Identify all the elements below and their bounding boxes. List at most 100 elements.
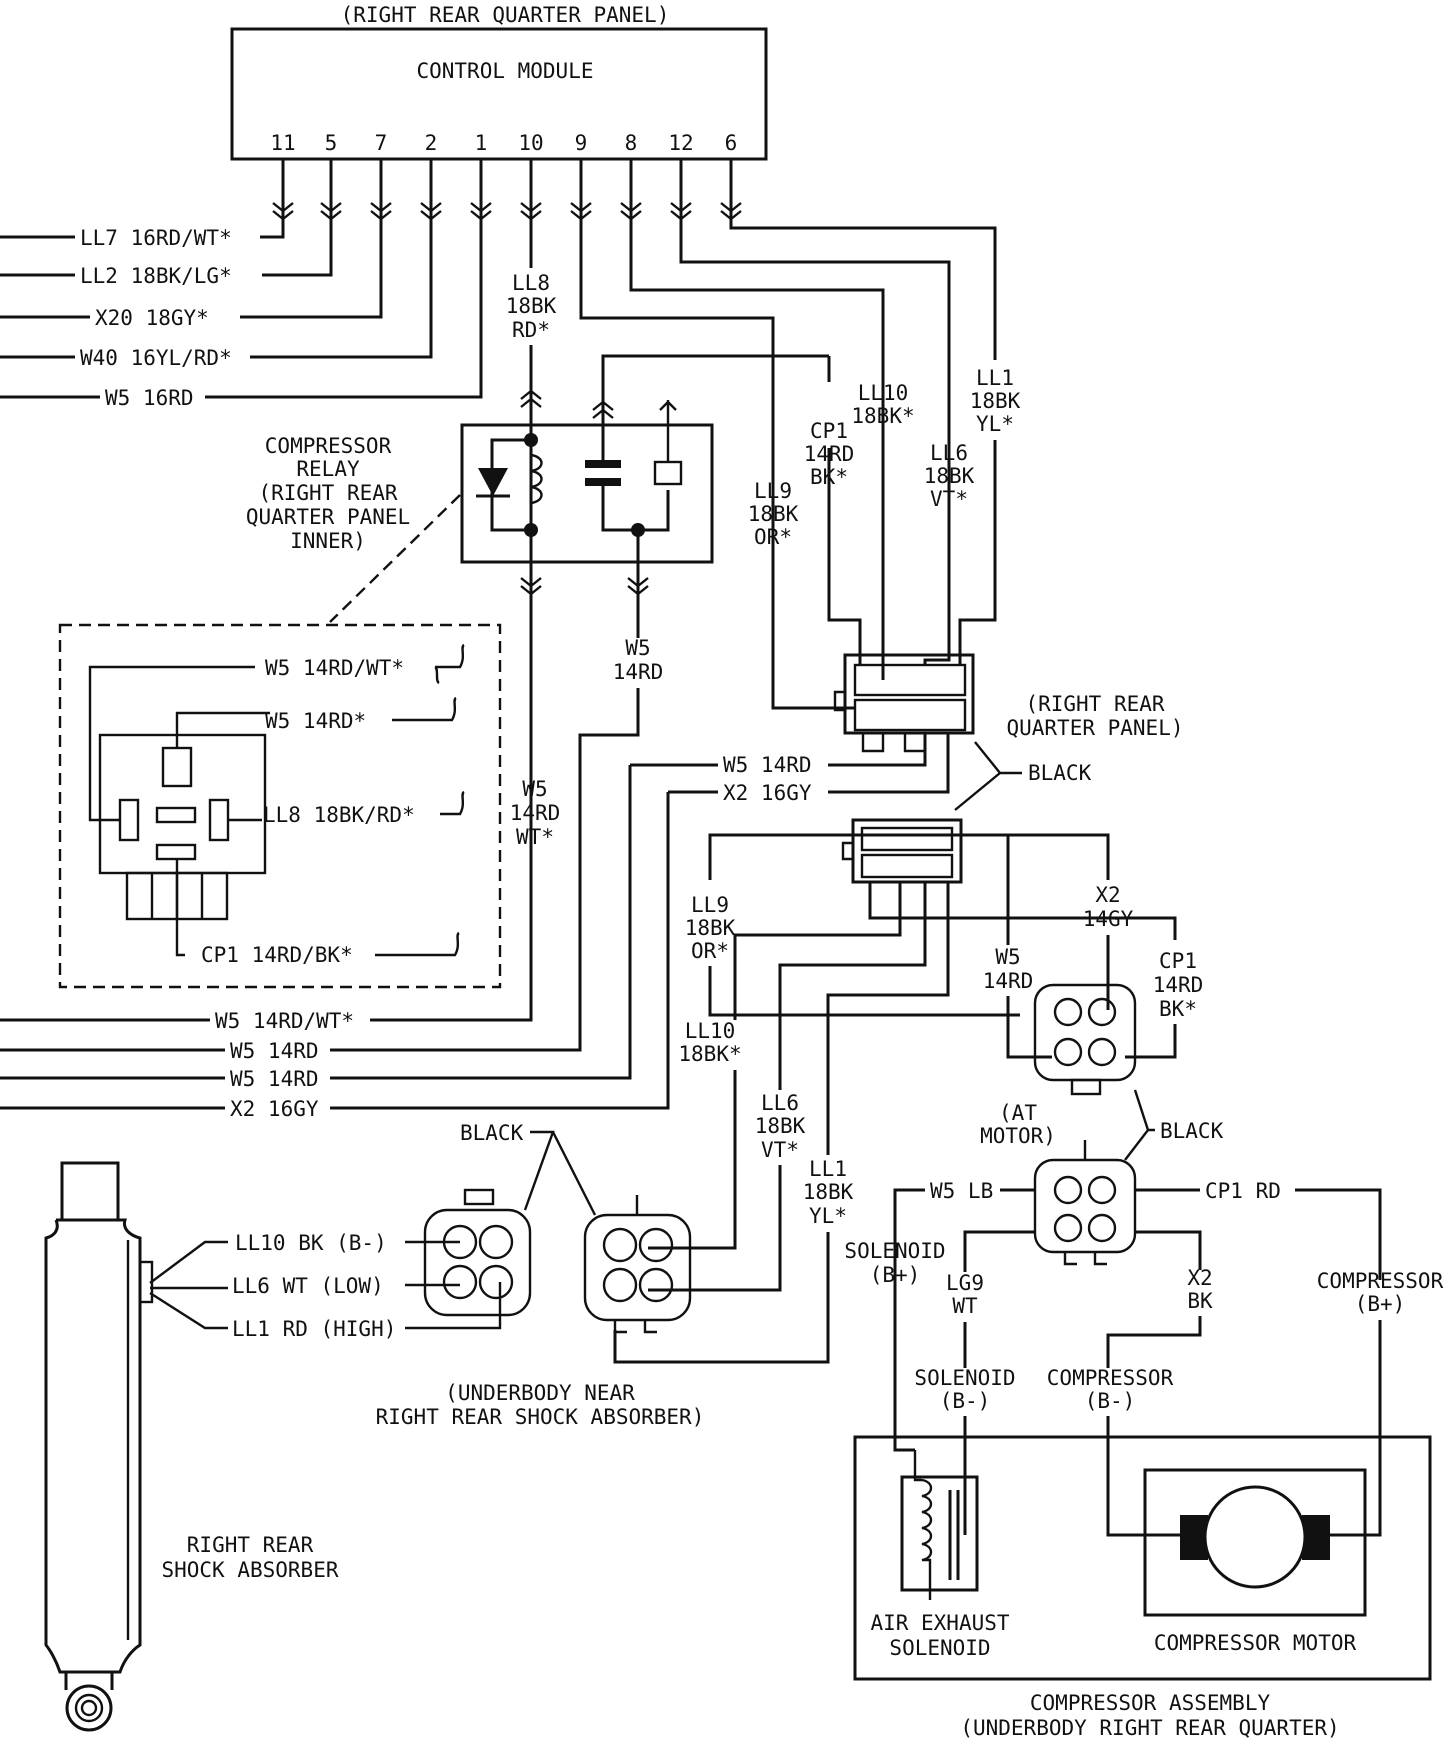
ll9-label-2: 18BK [748, 502, 799, 526]
ll1-label-2: 18BK [970, 389, 1021, 413]
quarter-x2: X2 16GY [723, 781, 812, 805]
sol-bminus-1: SOLENOID [914, 1366, 1015, 1390]
motor-x2-2: BK [1187, 1289, 1213, 1313]
motor-w5lb: W5 LB [930, 1179, 993, 1203]
ll6-label-3: VT* [930, 487, 968, 511]
lower-w5-1: W5 [995, 945, 1020, 969]
ll9-label-3: OR* [754, 525, 792, 549]
lower-cp1-3: BK* [1159, 997, 1197, 1021]
pin-9: 9 [575, 131, 588, 155]
ll6-label-2: 18BK [924, 464, 975, 488]
sol-bplus-1: SOLENOID [844, 1239, 945, 1263]
control-module-location: (RIGHT REAR QUARTER PANEL) [341, 3, 670, 27]
relay-w5-2: 14RD [613, 660, 664, 684]
shock-absorber-label-2: SHOCK ABSORBER [161, 1558, 338, 1582]
quarter-connector-pins [833, 663, 967, 753]
lower-ll1-2: 18BK [803, 1180, 854, 1204]
lower-ll9-2: 18BK [685, 916, 736, 940]
compressor-motor-label: COMPRESSOR MOTOR [1154, 1631, 1357, 1655]
relay-w5wt-2: 14RD [510, 801, 561, 825]
comp-bplus-2: (B+) [1355, 1292, 1406, 1316]
ll8-label-3: RD* [512, 318, 550, 342]
relay-detail-box [58, 623, 502, 989]
module-left-wires: LL7 16RD/WT* LL2 18BK/LG* X20 18GY* W40 … [0, 224, 483, 410]
lower-ll1-3: YL* [809, 1204, 847, 1228]
ll8-label-1: LL8 [512, 271, 550, 295]
module-right-wires [579, 224, 997, 710]
comp-bminus-2: (B-) [1085, 1389, 1136, 1413]
connector-lower [1033, 1158, 1137, 1254]
compressor-relay-label: COMPRESSOR RELAY (RIGHT REAR QUARTER PAN… [246, 434, 410, 553]
pin-1: 1 [475, 131, 488, 155]
pin-5: 5 [325, 131, 338, 155]
ll1-label-1: LL1 [976, 366, 1014, 390]
shock-ll1: LL1 RD (HIGH) [232, 1317, 396, 1341]
ll6-label-1: LL6 [930, 441, 968, 465]
motor-lg9-1: LG9 [946, 1271, 984, 1295]
shock-black: BLACK [460, 1121, 524, 1145]
cp1-label-1: CP1 [810, 419, 848, 443]
detail-w5-rd: W5 14RD* [265, 709, 366, 733]
lower-w5-2: 14RD [983, 969, 1034, 993]
shock-ll6: LL6 WT (LOW) [232, 1274, 384, 1298]
solenoid-label-2: SOLENOID [889, 1636, 990, 1660]
ll10-label-1: LL10 [858, 381, 909, 405]
lower-ll6-3: VT* [761, 1138, 799, 1162]
relay-w5wt-1: W5 [522, 777, 547, 801]
comp-bminus-1: COMPRESSOR [1047, 1366, 1174, 1390]
pin-11: 11 [270, 131, 295, 155]
ll1-label-3: YL* [976, 412, 1014, 436]
bl-w5wt: W5 14RD/WT* [215, 1009, 354, 1033]
ll9-label-1: LL9 [754, 479, 792, 503]
motor-lg9-2: WT [952, 1294, 978, 1318]
control-module-box [230, 27, 768, 161]
pin-10: 10 [518, 131, 543, 155]
assembly-title-1: COMPRESSOR ASSEMBLY [1030, 1691, 1271, 1715]
relay-w5wt-3: WT* [516, 825, 554, 849]
lower-ll1-1: LL1 [809, 1157, 847, 1181]
quarter-w5: W5 14RD [723, 753, 812, 777]
cp1-label-2: 14RD [804, 442, 855, 466]
pin-12: 12 [668, 131, 693, 155]
relay-detail [88, 665, 270, 957]
at-motor-1: (AT [999, 1101, 1037, 1125]
motor-cp1rd: CP1 RD [1205, 1179, 1281, 1203]
at-motor-2: MOTOR) [980, 1124, 1056, 1148]
shock-absorber [44, 1161, 154, 1732]
shock-connector-right [583, 1213, 692, 1322]
w5-wt-wire [370, 562, 533, 1022]
shock-connector-left [423, 1208, 532, 1317]
quarter-loc-1: (RIGHT REAR [1025, 692, 1164, 716]
wire-w40: W40 16YL/RD* [80, 346, 232, 370]
wire-x20: X20 18GY* [95, 306, 209, 330]
shock-absorber-label-1: RIGHT REAR [187, 1533, 314, 1557]
solenoid-coil [913, 1450, 960, 1600]
quarter-black: BLACK [1028, 761, 1092, 785]
lower-ll9-1: LL9 [691, 893, 729, 917]
assembly-title-2: (UNDERBODY RIGHT REAR QUARTER) [960, 1716, 1339, 1740]
motor-x2-1: X2 [1187, 1266, 1212, 1290]
bl-x2: X2 16GY [230, 1097, 319, 1121]
solenoid-label-1: AIR EXHAUST [870, 1611, 1009, 1635]
quarter-loc-2: QUARTER PANEL) [1006, 716, 1183, 740]
bl-w5b: W5 14RD [230, 1067, 319, 1091]
pin-6: 6 [725, 131, 738, 155]
pin-7: 7 [375, 131, 388, 155]
compressor-assembly-box [853, 1435, 1432, 1681]
detail-ll8: LL8 18BK/RD* [263, 803, 415, 827]
motor-black: BLACK [1160, 1119, 1224, 1143]
wire-ll7: LL7 16RD/WT* [80, 226, 232, 250]
compressor-motor [1145, 1485, 1365, 1589]
connector-upper [1033, 983, 1137, 1082]
lower-ll9-3: OR* [691, 939, 729, 963]
relay-internals [476, 400, 683, 562]
compressor-motor-box [1143, 1468, 1367, 1617]
lower-ll10-1: LL10 [685, 1019, 736, 1043]
control-module-pins: 11 5 7 2 1 10 9 8 12 6 [270, 131, 737, 155]
svg-text:RELAY: RELAY [296, 457, 360, 481]
svg-text:INNER): INNER) [290, 529, 366, 553]
cp1-label-3: BK* [810, 465, 848, 489]
module-pin-stubs [272, 160, 742, 224]
shock-underbody-2: RIGHT REAR SHOCK ABSORBER) [376, 1405, 705, 1429]
detail-w5-rdwt: W5 14RD/WT* [265, 656, 404, 680]
